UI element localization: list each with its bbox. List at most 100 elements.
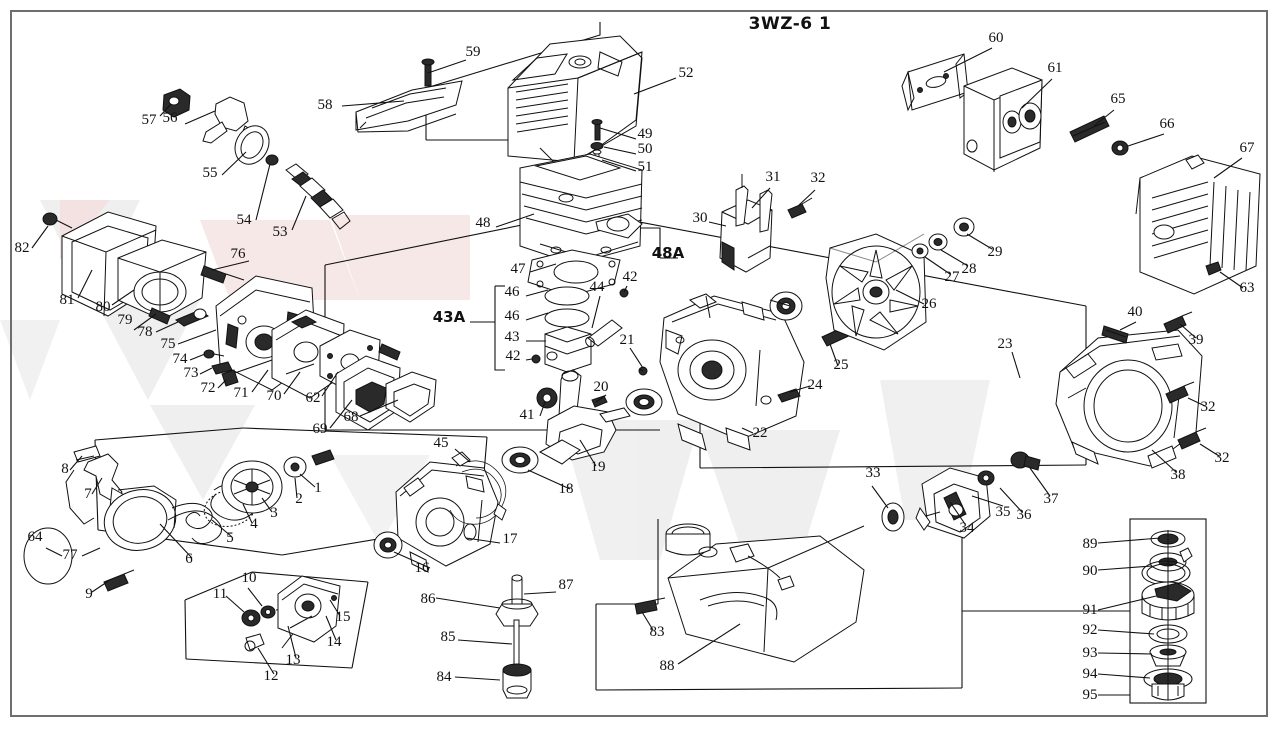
part-10-washer [260, 605, 276, 619]
callout-number-13: 13 [286, 652, 301, 668]
callout-number-94: 94 [1083, 666, 1099, 682]
callout-number-10: 10 [242, 570, 257, 586]
part-69-intake-manifold [335, 355, 401, 431]
callout-number-95: 95 [1083, 687, 1098, 703]
callout-number-12: 12 [264, 668, 279, 684]
part-39-bolt [1163, 311, 1193, 334]
part-18-bearing-right [625, 388, 663, 416]
callout-number-87: 87 [559, 577, 575, 593]
callout-number-77: 77 [63, 547, 79, 563]
callout-number-9: 9 [85, 586, 93, 602]
part-33-washer [881, 502, 905, 532]
callout-number-80: 80 [96, 299, 111, 315]
part-24-screw [777, 388, 801, 403]
callout-number-48: 48 [476, 215, 491, 231]
callout-number-8: 8 [61, 461, 69, 477]
part-17-crankcase-half [395, 461, 499, 573]
part-57-nut [162, 88, 191, 118]
part-36-washer [977, 470, 995, 486]
part-79-screw [148, 307, 171, 325]
callout-number-7: 7 [84, 486, 92, 502]
callout-number-3: 3 [270, 505, 278, 521]
callout-number-62: 62 [306, 390, 321, 406]
part-30-ignition-coil [719, 185, 773, 273]
part-73-lever [211, 361, 233, 375]
part-19-crankshaft [538, 369, 631, 465]
callout-number-40: 40 [1128, 304, 1143, 320]
part-62-screw [378, 343, 401, 361]
callout-number-25: 25 [834, 357, 849, 373]
callout-number-21: 21 [620, 332, 635, 348]
part-43-piston [544, 326, 592, 373]
part-68-intake-gasket [385, 371, 437, 423]
callout-number-63: 63 [1240, 280, 1255, 296]
part-1-screw [311, 449, 335, 466]
callout-number-46: 46 [505, 284, 521, 300]
part-84-fuel-filter [502, 663, 532, 699]
callout-number-61: 61 [1048, 60, 1063, 76]
callout-number-58: 58 [318, 97, 333, 113]
part-32-screw-coil [787, 197, 813, 219]
part-32-bolt-b [1165, 381, 1195, 404]
callout-number-26: 26 [922, 296, 938, 312]
part-34-clutch-shoes [915, 467, 991, 539]
part-2-washer [283, 456, 307, 478]
part-58-shroud-cover [355, 80, 463, 133]
page-border [10, 10, 1268, 717]
part-5-rope [167, 502, 222, 544]
part-6-rope-drum [103, 485, 177, 551]
callout-number-44: 44 [590, 279, 606, 295]
callout-number-73: 73 [184, 365, 199, 381]
callout-number-66: 66 [1160, 116, 1176, 132]
callout-number-39: 39 [1189, 332, 1204, 348]
callout-number-6: 6 [185, 551, 193, 567]
part-16-seal-right [769, 291, 803, 321]
callout-number-24: 24 [808, 377, 824, 393]
callout-number-35: 35 [996, 504, 1011, 520]
part-48-cylinder [519, 153, 643, 265]
callout-number-52: 52 [679, 65, 694, 81]
callout-number-46: 46 [505, 308, 521, 324]
callout-number-22: 22 [753, 425, 768, 441]
callout-number-78: 78 [138, 324, 153, 340]
part-47-gasket [527, 249, 621, 297]
callout-number-17: 17 [503, 531, 519, 547]
callout-number-57: 57 [142, 112, 158, 128]
part-53-spark-plug [285, 163, 351, 230]
part-16-seal-left [373, 531, 403, 559]
callout-number-4: 4 [250, 516, 258, 532]
part-27-washer [911, 243, 929, 259]
callout-number-91: 91 [1083, 602, 1098, 618]
callout-number-20: 20 [594, 379, 609, 395]
part-86-grommet [495, 598, 539, 627]
part-82-screw [42, 212, 73, 229]
callout-number-31: 31 [766, 169, 781, 185]
callout-number-56: 56 [163, 110, 179, 126]
callout-number-86: 86 [421, 591, 437, 607]
callout-number-32: 32 [1201, 399, 1216, 415]
callout-number-28: 28 [962, 261, 977, 277]
callout-number-45: 45 [434, 435, 449, 451]
part-80-air-filter [117, 239, 207, 321]
part-11-nut [241, 609, 261, 627]
group-bracket-43A [470, 285, 505, 371]
part-44-wrist-pin [585, 319, 623, 348]
part-45-gasket [449, 451, 507, 525]
part-20-key [591, 395, 608, 408]
callout-number-65: 65 [1111, 91, 1126, 107]
part-67-cylinder-cover [1135, 154, 1261, 295]
callout-number-71: 71 [234, 385, 249, 401]
callout-number-49: 49 [638, 126, 653, 142]
callout-number-42: 42 [623, 269, 638, 285]
callout-number-53: 53 [273, 224, 288, 240]
part-64-pull-rope-loop [23, 527, 73, 585]
part-59-screw [421, 58, 435, 87]
part-76-bolt [200, 265, 245, 284]
callout-number-16: 16 [415, 560, 431, 576]
page-title: 3WZ-6 1 [748, 14, 832, 34]
callout-number-42: 42 [506, 348, 521, 364]
callout-number-59: 59 [466, 44, 481, 60]
